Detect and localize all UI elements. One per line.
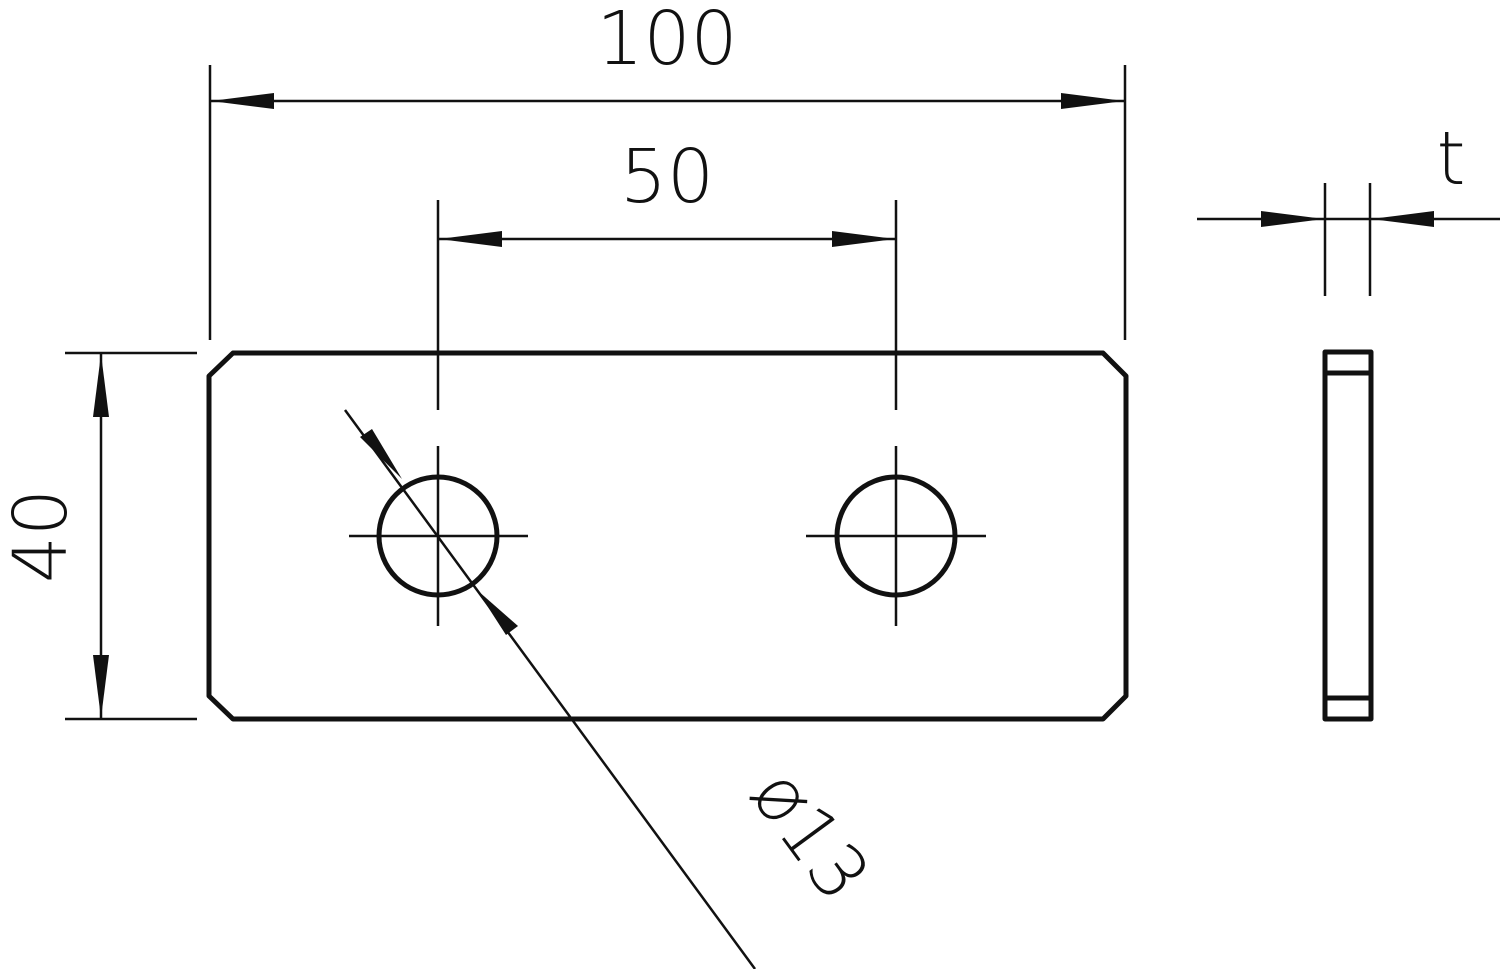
arrow-right — [1261, 211, 1324, 227]
front-view — [206, 350, 1129, 722]
dimension-hole-spacing: 50 — [436, 134, 898, 410]
dimension-thickness: t — [1197, 116, 1500, 296]
arrow-right — [832, 231, 895, 247]
dim-label-50: 50 — [620, 134, 714, 220]
side-view — [1322, 349, 1374, 722]
arrow-out — [477, 590, 518, 635]
arrow-up — [93, 354, 109, 417]
arrow-down — [93, 655, 109, 718]
arrow-right — [1061, 93, 1124, 109]
dimension-overall-length: 100 — [208, 0, 1127, 340]
dim-label-diameter: ø13 — [734, 754, 886, 917]
dimension-hole-diameter: ø13 — [343, 409, 886, 969]
arrow-left — [1371, 211, 1434, 227]
dimension-width: 40 — [0, 351, 197, 721]
dim-label-t: t — [1436, 116, 1465, 202]
arrow-left — [439, 231, 502, 247]
plate-side-outline — [1322, 349, 1374, 722]
dim-label-40: 40 — [0, 489, 84, 583]
center-lines — [349, 446, 986, 626]
arrow-left — [211, 93, 274, 109]
arrow-in — [360, 429, 402, 479]
plate-outline — [206, 350, 1129, 722]
dim-label-100: 100 — [596, 0, 737, 82]
